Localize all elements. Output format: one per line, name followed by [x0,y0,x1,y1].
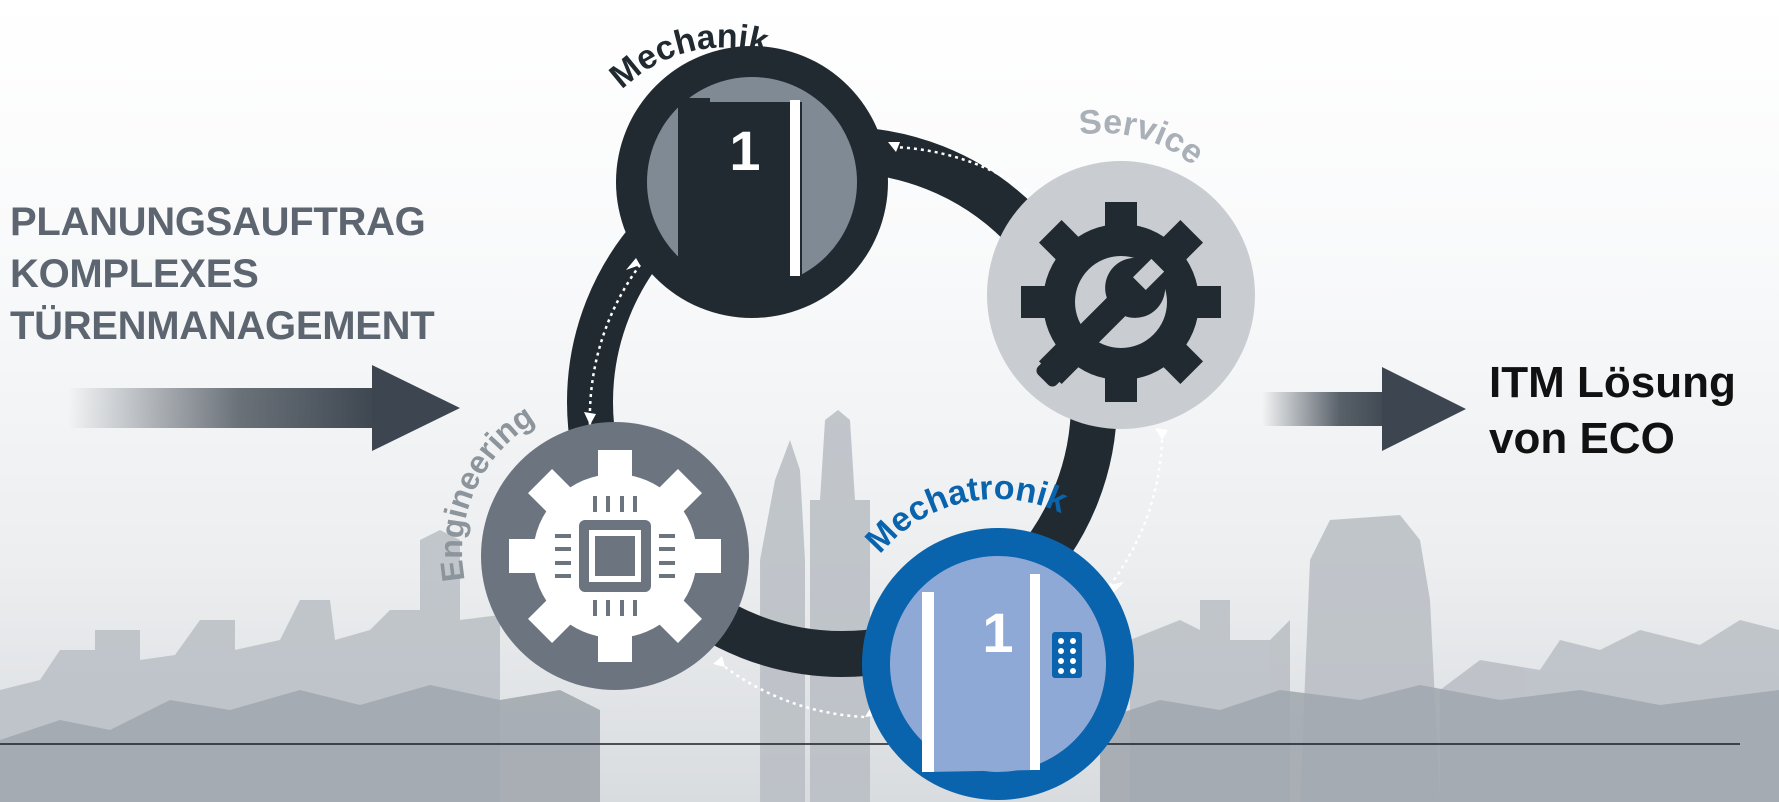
intro-heading: PLANUNGSAUFTRAG KOMPLEXES TÜRENMANAGEMEN… [10,196,435,352]
result-heading: ITM Lösung von ECO [1489,355,1736,467]
result-line-2: von ECO [1489,414,1675,463]
intro-line-2: KOMPLEXES [10,252,259,296]
gear-chip-icon [509,450,721,662]
node-mechatronik: 1 [862,528,1134,800]
node-service [987,161,1255,429]
result-line-1: ITM Lösung [1489,358,1736,407]
output-arrow [1262,367,1466,451]
svg-text:1: 1 [982,601,1013,664]
intro-line-3: TÜRENMANAGEMENT [10,304,435,348]
node-mechanik: 1 [616,46,888,318]
door-icon: 1 [678,98,802,300]
svg-text:1: 1 [729,119,760,182]
input-arrow [68,365,460,451]
door-keypad-icon: 1 [922,574,1082,772]
node-engineering [481,422,749,690]
cycle-connectors [588,145,1164,719]
intro-line-1: PLANUNGSAUFTRAG [10,200,426,244]
gear-wrench-icon [1021,202,1221,402]
